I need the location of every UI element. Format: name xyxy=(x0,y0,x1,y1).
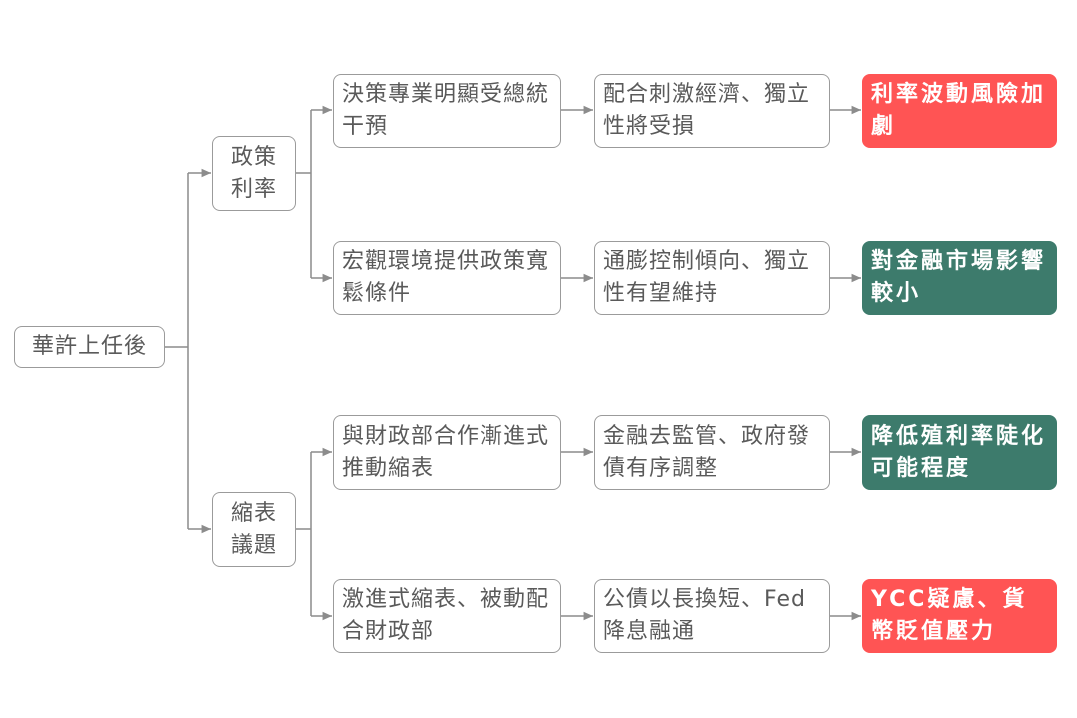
effect-label: 公債以長換短、Fed降息融通 xyxy=(603,587,806,644)
effect-node-1: 配合刺激經濟、獨立性將受損 xyxy=(594,74,830,148)
connector-topic-2-trunk xyxy=(296,452,312,616)
outcome-node-3: 降低殖利率陡化可能程度 xyxy=(862,415,1057,490)
effect-label: 金融去監管、政府發債有序調整 xyxy=(603,423,811,481)
effect-label: 配合刺激經濟、獨立性將受損 xyxy=(603,82,811,139)
outcome-node-4: YCC疑慮、貨幣貶值壓力 xyxy=(862,579,1057,653)
cause-label: 決策專業明顯受總統干預 xyxy=(342,82,550,139)
cause-label: 宏觀環境提供政策寬鬆條件 xyxy=(342,249,550,306)
connector-root-trunk xyxy=(165,173,189,529)
cause-label: 激進式縮表、被動配合財政部 xyxy=(342,587,550,644)
effect-label: 通膨控制傾向、獨立性有望維持 xyxy=(603,249,811,306)
topic-label: 縮表 議題 xyxy=(230,500,277,558)
cause-node-3: 與財政部合作漸進式推動縮表 xyxy=(333,415,561,490)
cause-node-2: 宏觀環境提供政策寬鬆條件 xyxy=(333,241,561,315)
outcome-label: YCC疑慮、貨幣貶值壓力 xyxy=(871,587,1028,644)
cause-node-4: 激進式縮表、被動配合財政部 xyxy=(333,579,561,653)
connector-topic-1-trunk xyxy=(296,110,312,278)
topic-node-policy-rate: 政策 利率 xyxy=(212,136,296,211)
cause-node-1: 決策專業明顯受總統干預 xyxy=(333,74,561,148)
outcome-label: 降低殖利率陡化可能程度 xyxy=(871,423,1047,481)
effect-node-2: 通膨控制傾向、獨立性有望維持 xyxy=(594,241,830,315)
outcome-label: 利率波動風險加劇 xyxy=(871,82,1047,139)
outcome-label: 對金融市場影響較小 xyxy=(871,249,1047,306)
effect-node-4: 公債以長換短、Fed降息融通 xyxy=(594,579,830,653)
root-node: 華許上任後 xyxy=(14,326,165,368)
root-label: 華許上任後 xyxy=(31,334,147,359)
topic-node-balance-sheet: 縮表 議題 xyxy=(212,492,296,567)
outcome-node-1: 利率波動風險加劇 xyxy=(862,74,1057,148)
outcome-node-2: 對金融市場影響較小 xyxy=(862,241,1057,315)
effect-node-3: 金融去監管、政府發債有序調整 xyxy=(594,415,830,490)
topic-label: 政策 利率 xyxy=(230,144,277,202)
cause-label: 與財政部合作漸進式推動縮表 xyxy=(342,423,550,481)
